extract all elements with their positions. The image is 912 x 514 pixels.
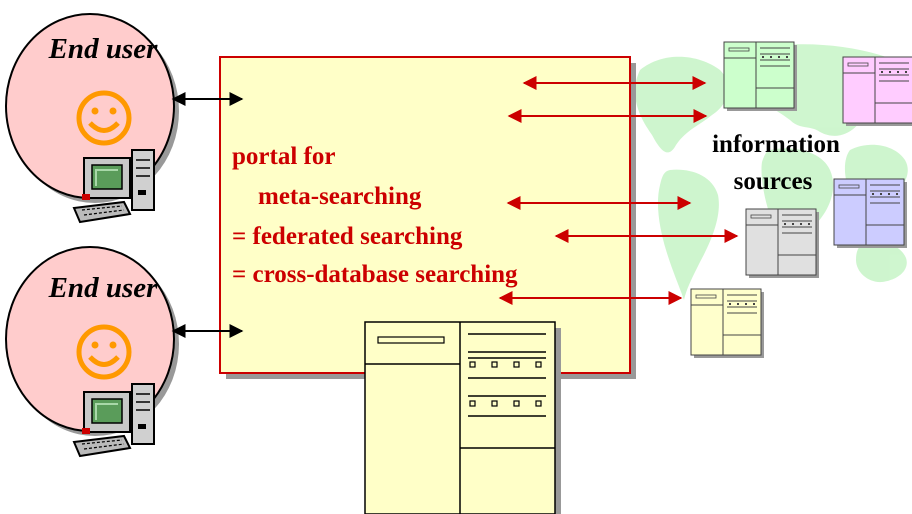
desktop-computer-icon	[73, 383, 155, 457]
end-user-label-1: End user	[48, 33, 159, 65]
end-user-node-1: End user	[5, 13, 179, 223]
server-database-icon	[364, 321, 561, 514]
end-user-node-2: End user	[5, 246, 179, 457]
end-user-label-2: End user	[48, 272, 159, 304]
portal-line-1: portal for	[232, 143, 335, 170]
smiley-face-icon	[76, 90, 132, 146]
portal-line-3: = federated searching	[232, 223, 463, 250]
information-sources-label-1: information	[712, 131, 840, 158]
information-sources-label-2: sources	[734, 168, 813, 195]
source-server-pink-icon	[842, 56, 912, 127]
source-server-gray-icon	[745, 208, 820, 279]
desktop-computer-icon	[73, 149, 155, 223]
source-server-blue-icon	[833, 178, 908, 249]
smiley-face-icon	[76, 324, 132, 380]
portal-line-2: meta-searching	[258, 183, 422, 210]
source-server-yellow-icon	[690, 288, 765, 359]
portal-line-4: = cross-database searching	[232, 261, 518, 288]
source-server-green-icon	[723, 41, 798, 112]
